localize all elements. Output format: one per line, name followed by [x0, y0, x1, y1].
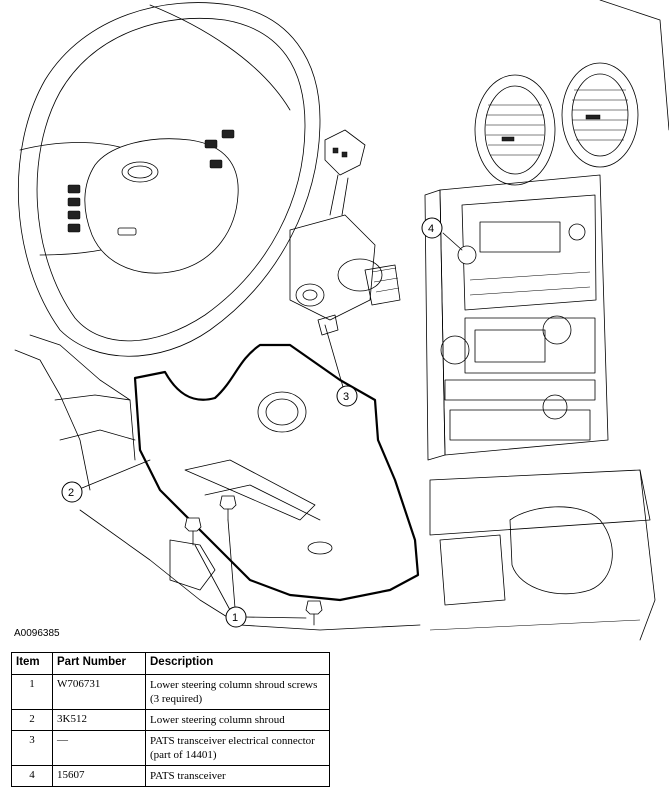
col-description: Description: [145, 652, 330, 675]
cell-item: 2: [11, 709, 53, 731]
shroud-screws: [184, 495, 323, 626]
figure-id: A0096385: [14, 628, 60, 639]
steering-wheel: [18, 2, 321, 357]
col-part-number: Part Number: [52, 652, 146, 675]
airbag-hub: [84, 138, 239, 274]
cell-part-number: 15607: [52, 765, 146, 787]
dash-right-lower: [429, 0, 669, 641]
cell-part-number: 3K512: [52, 709, 146, 731]
table-row: 4 15607 PATS transceiver: [11, 765, 330, 787]
cell-item: 4: [11, 765, 53, 787]
cell-item: 3: [11, 730, 53, 766]
callout-2-label: 2: [68, 487, 74, 499]
cell-description: PATS transceiver electrical connector (p…: [145, 730, 330, 766]
table-row: 2 3K512 Lower steering column shroud: [11, 709, 330, 731]
callout-1-label: 1: [232, 612, 238, 624]
callout-4-label: 4: [428, 223, 434, 235]
col-item: Item: [11, 652, 53, 675]
lower-shroud: [133, 343, 420, 602]
callout-3: 3: [324, 324, 358, 407]
cell-description: PATS transceiver: [145, 765, 330, 787]
callout-1: 1: [194, 519, 307, 628]
steering-column-illustration: 4 3 2 1: [14, 0, 669, 641]
center-stack: [424, 174, 609, 461]
table-row: 1 W706731 Lower steering column shroud s…: [11, 674, 330, 710]
steering-column: [289, 129, 401, 336]
dash-left: [14, 334, 421, 631]
table-header-row: Item Part Number Description: [11, 652, 330, 675]
cell-description: Lower steering column shroud: [145, 709, 330, 731]
cell-part-number: —: [52, 730, 146, 766]
callout-2: 2: [61, 459, 151, 503]
cell-item: 1: [11, 674, 53, 710]
air-vents: [474, 62, 639, 186]
parts-table: Item Part Number Description 1 W706731 L…: [11, 652, 330, 787]
cell-part-number: W706731: [52, 674, 146, 710]
wheel-controls: [67, 129, 235, 233]
table-row: 3 — PATS transceiver electrical connecto…: [11, 730, 330, 766]
cell-description: Lower steering column shroud screws (3 r…: [145, 674, 330, 710]
callout-3-label: 3: [343, 391, 349, 403]
callout-4: 4: [421, 217, 463, 251]
